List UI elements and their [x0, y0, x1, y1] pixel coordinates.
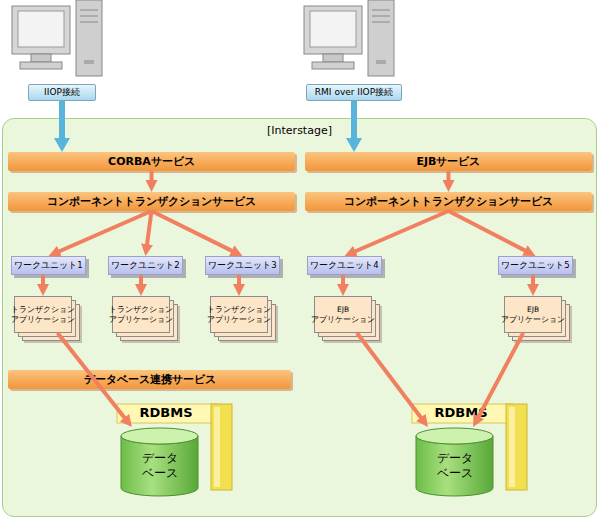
- application-stack: トランザクション アプリケーション: [14, 296, 72, 333]
- connection-arrow: [351, 101, 357, 140]
- work-unit-box: ワークユニット4: [307, 256, 382, 275]
- client-computer: [12, 0, 102, 76]
- node-text: ワークユニット1: [12, 257, 85, 274]
- application-stack: EJB アプリケーション: [314, 296, 372, 333]
- flow-arrow: [139, 275, 143, 286]
- flow-arrow: [41, 275, 45, 286]
- node-text: コンポーネントトランザクションサービス: [305, 192, 592, 211]
- node-text: ワークユニット2: [109, 257, 182, 274]
- node-text: データ ベース: [432, 451, 478, 481]
- node-text: データ ベース: [137, 451, 183, 481]
- node-text: トランザクション アプリケーション: [11, 305, 75, 325]
- application-stack: EJB アプリケーション: [504, 296, 562, 333]
- node-text: CORBAサービス: [8, 152, 295, 171]
- node-text: トランザクション アプリケーション: [207, 305, 271, 325]
- node-text: EJBサービス: [305, 152, 592, 171]
- service-bar: CORBAサービス: [8, 152, 295, 171]
- service-bar: コンポーネントトランザクションサービス: [305, 192, 592, 211]
- node-text: ワークユニット3: [206, 257, 279, 274]
- flow-arrow: [150, 171, 154, 182]
- node-text: RMI over IIOP接続: [307, 85, 401, 100]
- flow-arrow: [58, 333, 126, 419]
- flow-arrow: [152, 211, 234, 252]
- node-text: データベース連携サービス: [8, 370, 291, 389]
- connection-label: RMI over IIOP接続: [306, 84, 402, 101]
- rdbms-block: RDBMS データ ベース: [116, 403, 233, 491]
- node-text: EJB アプリケーション: [311, 305, 375, 325]
- flow-arrow: [147, 211, 152, 246]
- node-text: コンポーネントトランザクションサービス: [8, 192, 295, 211]
- frame-title: [Interstage]: [3, 124, 596, 137]
- flow-arrow: [478, 333, 523, 418]
- work-unit-box: ワークユニット3: [205, 256, 280, 275]
- application-stack: トランザクション アプリケーション: [112, 296, 170, 333]
- node-text: トランザクション アプリケーション: [109, 305, 173, 325]
- node-text: ワークユニット4: [308, 257, 381, 274]
- flow-arrow: [531, 275, 535, 286]
- node-text: EJB アプリケーション: [501, 305, 565, 325]
- server-frame: [Interstage]CORBAサービスEJBサービスコンポーネントトランザク…: [2, 118, 597, 517]
- service-bar: データベース連携サービス: [8, 370, 291, 389]
- flow-arrow: [449, 211, 527, 251]
- flow-arrow: [58, 211, 152, 252]
- flow-arrow: [237, 275, 241, 286]
- node-text: RDBMS: [411, 405, 511, 421]
- node-text: IIOP接続: [29, 85, 95, 100]
- database-cylinder: データ ベース: [120, 427, 199, 497]
- work-unit-box: ワークユニット2: [108, 256, 183, 275]
- work-unit-box: ワークユニット5: [498, 256, 573, 275]
- flow-arrow: [357, 333, 422, 419]
- rdbms-block: RDBMS データ ベース: [411, 403, 528, 491]
- connection-arrow: [59, 101, 65, 140]
- database-cylinder: データ ベース: [415, 427, 494, 497]
- flow-arrow: [447, 171, 451, 182]
- service-bar: コンポーネントトランザクションサービス: [8, 192, 295, 211]
- client-computer: [304, 0, 394, 76]
- node-text: RDBMS: [116, 405, 216, 421]
- application-stack: トランザクション アプリケーション: [210, 296, 268, 333]
- connection-label: IIOP接続: [28, 84, 96, 101]
- work-unit-box: ワークユニット1: [11, 256, 86, 275]
- flow-arrow: [354, 211, 449, 252]
- flow-arrow: [341, 275, 345, 286]
- service-bar: EJBサービス: [305, 152, 592, 171]
- node-text: ワークユニット5: [499, 257, 572, 274]
